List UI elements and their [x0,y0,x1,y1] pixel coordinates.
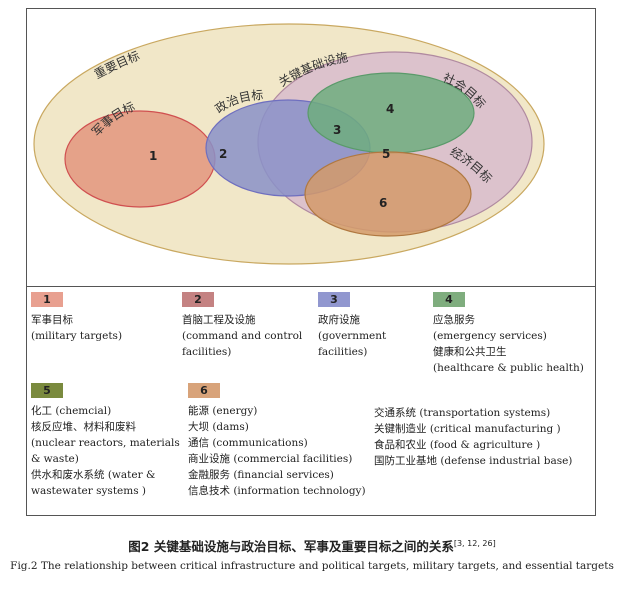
legend-text: 军事目标 [31,314,73,326]
legend-text: wastewater systems ) [31,485,147,497]
legend-swatch-1: 1 [31,292,63,307]
legend-text: (command and control [182,330,303,342]
region-number-5: 5 [382,147,390,161]
legend-text: 金融服务 (financial services) [188,469,334,481]
figure-caption-chinese: 图2 关键基础设施与政治目标、军事及重要目标之间的关系[3, 12, 26] [0,536,624,555]
legend-item-3: 3 政府设施 (government facilities) [318,292,386,360]
legend-swatch-5: 5 [31,383,63,398]
legend-text: 健康和公共卫生 [433,346,507,358]
legend-text: (emergency services) [433,330,547,342]
region-number-2: 2 [219,147,227,161]
legend-text: facilities) [182,346,232,358]
legend-item-4: 4 应急服务 (emergency services) 健康和公共卫生 (hea… [433,292,584,376]
legend-text: facilities) [318,346,368,358]
caption-cn-text: 图2 关键基础设施与政治目标、军事及重要目标之间的关系 [128,539,454,554]
legend-text: 交通系统 (transportation systems) [374,407,551,419]
venn-diagram: 重要目标 关键基础设施 军事目标 政治目标 社会目标 经济目标 1 2 3 4 … [33,23,545,265]
legend-text: (nuclear reactors, materials [31,437,180,449]
economic-targets-ellipse [304,151,472,237]
legend-swatch-2: 2 [182,292,214,307]
figure-caption-english: Fig.2 The relationship between critical … [10,560,614,572]
legend-text: 商业设施 (commercial facilities) [188,453,353,465]
region-number-4: 4 [386,102,394,116]
legend-text: 关键制造业 (critical manufacturing ) [374,423,561,435]
legend-text: (government [318,330,387,342]
legend-item-1: 1 军事目标 (military targets) [31,292,122,344]
legend-item-5: 5 化工 (chemcial) 核反应堆、材料和废料 (nuclear reac… [31,383,180,499]
legend-text: 大坝 (dams) [188,421,249,433]
region-number-6: 6 [379,196,387,210]
legend-text: 首脑工程及设施 [182,314,256,326]
legend-item-6-continued: 交通系统 (transportation systems) 关键制造业 (cri… [374,405,572,469]
legend-text: 化工 (chemcial) [31,405,112,417]
caption-references: [3, 12, 26] [453,538,496,548]
legend-swatch-3: 3 [318,292,350,307]
legend-text: 供水和废水系统 (water & [31,469,156,481]
region-number-3: 3 [333,123,341,137]
legend-text: (military targets) [31,330,123,342]
legend-text: 应急服务 [433,314,475,326]
region-number-1: 1 [149,149,157,163]
military-targets-ellipse [64,110,216,208]
legend-item-2: 2 首脑工程及设施 (command and control facilitie… [182,292,302,360]
legend-swatch-6: 6 [188,383,220,398]
legend-text: 政府设施 [318,314,360,326]
legend-text: 信息技术 (information technology) [188,485,366,497]
legend-divider [26,286,596,287]
legend-text: 食品和农业 (food & agriculture ) [374,439,541,451]
legend-text: 国防工业基地 (defense industrial base) [374,455,573,467]
legend-text: 通信 (communications) [188,437,308,449]
legend-item-6: 6 能源 (energy) 大坝 (dams) 通信 (communicatio… [188,383,366,499]
legend-swatch-4: 4 [433,292,465,307]
legend-text: (healthcare & public health) [433,362,584,374]
legend-text: & waste) [31,453,79,465]
figure-frame [26,8,596,516]
legend-text: 能源 (energy) [188,405,258,417]
legend-text: 核反应堆、材料和废料 [31,421,136,433]
